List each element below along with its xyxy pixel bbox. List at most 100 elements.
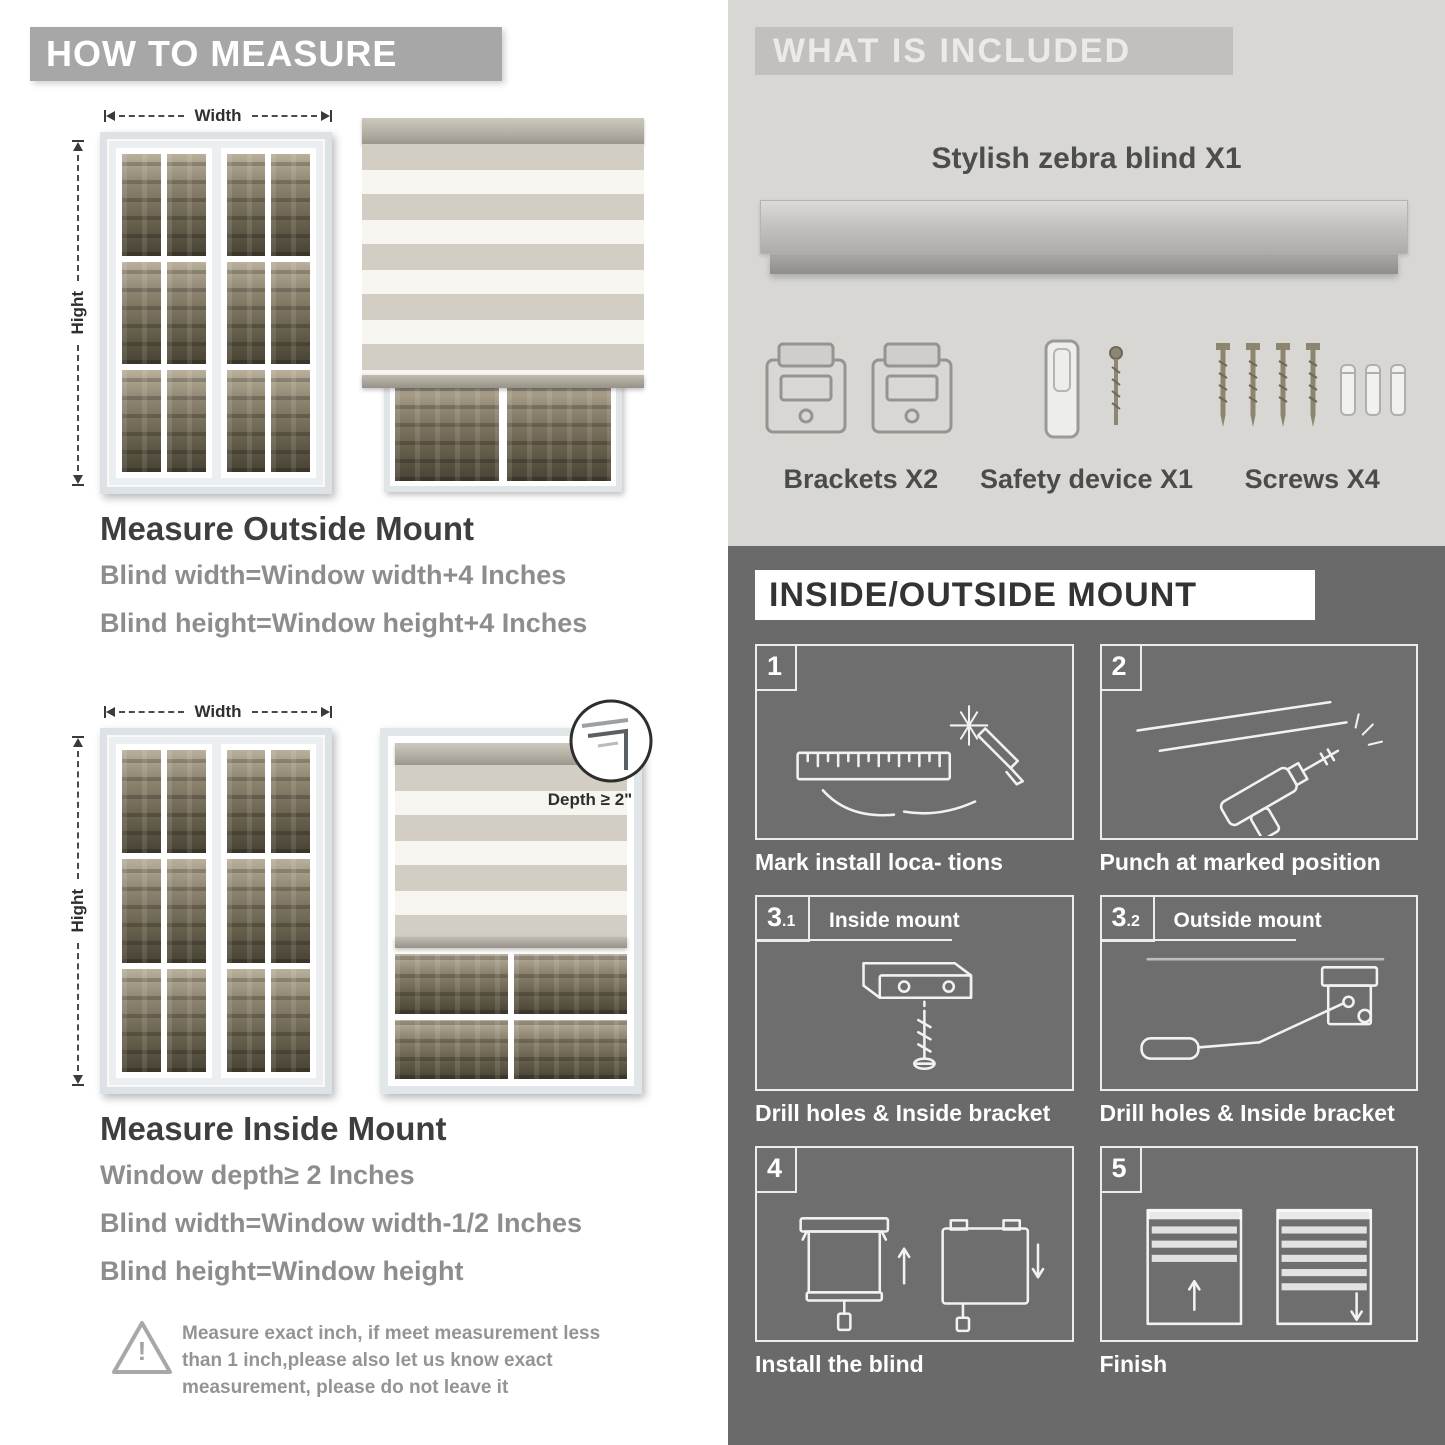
window-pane <box>226 370 266 472</box>
step-number-badge: 3.2 <box>1101 897 1155 942</box>
window-pane <box>122 370 161 472</box>
arrow-left-icon <box>106 111 115 121</box>
brackets-label: Brackets X2 <box>783 464 939 494</box>
window-frame <box>100 132 332 494</box>
window-pane <box>166 154 206 256</box>
step-5-tile: 5 <box>1099 1146 1418 1342</box>
measure-endbar <box>72 1084 84 1086</box>
tile-header-rule <box>1101 939 1297 941</box>
headrail-valance <box>770 254 1398 274</box>
step-number-badge: 1 <box>757 646 798 691</box>
measure-endbar <box>104 110 106 122</box>
step-sub-number: .1 <box>782 913 796 930</box>
window-pane <box>226 968 266 1072</box>
window-pane <box>166 859 206 963</box>
blind-striped-fabric <box>395 765 627 937</box>
zebra-blind-inside-illustration: Depth ≥ 2" <box>380 699 653 1094</box>
step-2-caption: Punch at marked position <box>1099 849 1381 875</box>
window-pane <box>122 262 161 364</box>
window-pane <box>166 750 206 854</box>
window-pane <box>271 859 310 963</box>
step-number: 5 <box>1111 1153 1127 1183</box>
product-name-label: Stylish zebra blind X1 <box>931 142 1242 175</box>
window-frame <box>380 728 642 1094</box>
mini-window-frame <box>384 370 622 492</box>
outside-bracket-illustration <box>1139 957 1384 1060</box>
window-frame <box>100 728 332 1094</box>
window-pane <box>271 750 310 854</box>
triangle-outline-icon <box>112 1321 172 1374</box>
step-sub-number: .2 <box>1126 913 1140 930</box>
inside-mount-label: Inside mount <box>829 909 960 932</box>
window-pane <box>122 859 161 963</box>
step-4: 4 <box>755 1146 1074 1381</box>
depth-callout-circle <box>568 698 654 784</box>
window-sash-right <box>220 744 316 1078</box>
step-1-tile: 1 <box>755 644 1074 840</box>
window-sash-left <box>116 744 212 1078</box>
step-2-tile: 2 <box>1099 644 1418 840</box>
window-under-blind <box>384 370 622 492</box>
step-3-2: 3.2 Outside mount <box>1099 895 1418 1130</box>
step-3-2-caption: Drill holes & Inside bracket <box>1099 1100 1395 1126</box>
drill-illustration <box>1135 700 1383 836</box>
screws-icon <box>1205 330 1420 450</box>
window-pane <box>395 1019 508 1079</box>
step-number: 1 <box>767 651 783 681</box>
window-pane <box>395 381 499 481</box>
window-pane <box>166 968 206 1072</box>
height-label: Hight <box>68 889 87 933</box>
depth-requirement-label: Depth ≥ 2" <box>547 790 633 809</box>
included-item-brackets: Brackets X2 <box>748 330 974 495</box>
measure-endbar <box>72 140 84 142</box>
measure-dash-line <box>119 711 185 713</box>
window-pane <box>226 859 266 963</box>
step-4-tile: 4 <box>755 1146 1074 1342</box>
mount-guide-panel: INSIDE/OUTSIDE MOUNT 1 <box>728 546 1445 1445</box>
install-blind-illustration <box>799 1217 1045 1333</box>
arrow-right-icon <box>321 111 330 121</box>
arrow-right-icon <box>321 707 330 717</box>
step-2: 2 <box>1099 644 1418 879</box>
window-pane <box>514 1019 627 1079</box>
finish-illustration <box>1145 1208 1372 1326</box>
step-3-2-tile: 3.2 Outside mount <box>1099 895 1418 1091</box>
step-1: 1 Mark install loca- tions <box>755 644 1074 879</box>
measure-endbar <box>72 484 84 486</box>
window-pane <box>514 954 627 1014</box>
outside-mount-heading: Measure Outside Mount <box>100 510 475 547</box>
measurement-note: Measure exact inch, if meet measurement … <box>182 1323 601 1398</box>
blind-headrail <box>362 118 644 144</box>
arrow-up-icon <box>73 738 83 747</box>
window-pane <box>122 750 161 854</box>
mount-guide-banner: INSIDE/OUTSIDE MOUNT <box>755 570 1315 620</box>
inside-height-measure: Hight <box>68 736 88 1086</box>
measure-dash-line <box>251 711 317 713</box>
window-pane <box>271 154 310 256</box>
window-pane <box>166 262 206 364</box>
what-is-included-title: WHAT IS INCLUDED <box>773 31 1132 70</box>
window-pane <box>271 370 310 472</box>
window-pane <box>122 154 161 256</box>
inside-mount-heading: Measure Inside Mount <box>100 1110 447 1147</box>
measure-dash-line <box>77 155 79 282</box>
included-items-row: Brackets X2 Safety device X1 <box>748 330 1425 495</box>
outside-height-formula: Blind height=Window height+4 Inches <box>100 608 588 638</box>
mark-locations-illustration <box>796 705 1025 817</box>
tile-header-rule <box>757 939 952 941</box>
step-4-caption: Install the blind <box>755 1351 924 1377</box>
window-pane <box>226 262 266 364</box>
step-number: 2 <box>1111 651 1127 681</box>
step-number: 3 <box>767 902 783 932</box>
step-5-caption: Finish <box>1099 1351 1168 1377</box>
arrow-down-icon <box>73 1075 83 1084</box>
window-pane <box>507 381 611 481</box>
window-pane <box>395 954 508 1014</box>
headrail-cassette <box>760 200 1408 254</box>
brackets-icon <box>761 330 961 450</box>
measure-dash-line <box>251 115 317 117</box>
step-number-badge: 3.1 <box>757 897 811 942</box>
zebra-blind-outside-illustration <box>362 118 644 492</box>
outside-mount-label: Outside mount <box>1173 909 1322 932</box>
measure-dash-line <box>77 751 79 880</box>
